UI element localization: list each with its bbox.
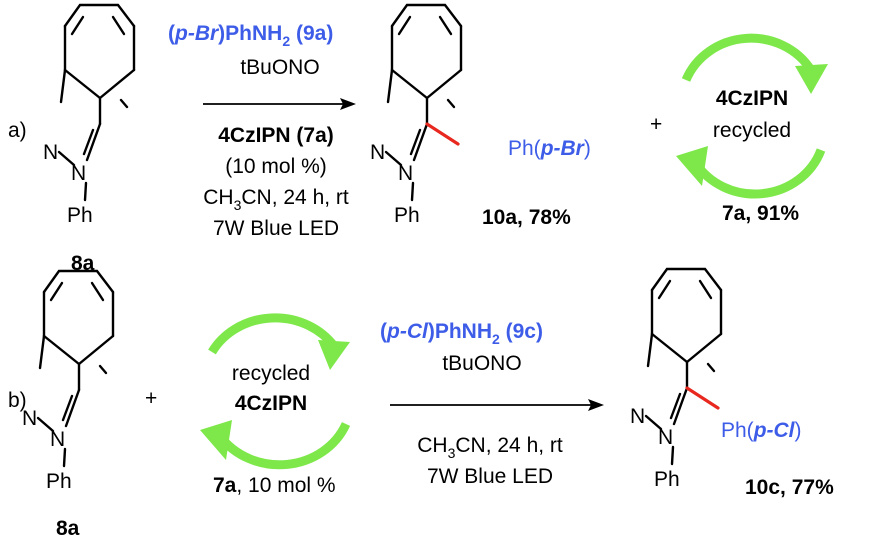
atom-n2: N [370, 141, 385, 164]
recycled-status-a: recycled [713, 119, 791, 142]
product-b-yield: 10c, 77% [745, 476, 834, 499]
product-b-substituent: Ph(p-Cl) [721, 419, 802, 442]
phenyl-label: Ph [654, 468, 680, 491]
atom-n2: N [630, 405, 645, 428]
atom-n1: N [398, 162, 413, 185]
product-a-substituent: Ph(p-Br) [508, 137, 591, 160]
solvent-conditions-a: CH3CN, 24 h, rt [203, 186, 349, 213]
product-a-yield: 10a, 78% [482, 206, 571, 229]
atom-n1: N [71, 162, 86, 185]
recycle-arrow-top-b [208, 313, 338, 355]
phenyl-label: Ph [46, 470, 72, 493]
part-a-label: a) [8, 119, 27, 142]
atom-n1: N [50, 428, 65, 451]
indazole-structure-8a-bottom: N N Ph [22, 269, 115, 493]
compound-label-8a-top: 8a [71, 252, 95, 275]
compound-label-8a-bottom: 8a [56, 517, 80, 540]
solvent-conditions-b: CH3CN, 24 h, rt [417, 434, 563, 461]
catalyst-loading-a: (10 mol %) [225, 155, 327, 178]
recycled-catalyst-name-b: 4CzIPN [235, 392, 307, 415]
phenyl-label: Ph [394, 204, 420, 227]
indazole-structure-10a: N N Ph [370, 3, 463, 227]
reagent-aniline-9a: (p-Br)PhNH2 (9a) [168, 22, 333, 49]
reaction-arrow-b [390, 399, 604, 411]
reagent-tbuono-a: tBuONO [240, 56, 319, 79]
reaction-arrow-a [203, 98, 356, 110]
atom-n2: N [22, 407, 37, 430]
recycled-status-b: recycled [232, 362, 310, 385]
light-source-a: 7W Blue LED [213, 217, 339, 240]
phenyl-label: Ph [67, 204, 93, 227]
recycle-cycle-b: recycled 4CzIPN [200, 313, 351, 470]
plus-sign-a: + [650, 113, 662, 136]
reagent-aniline-9c: (p-Cl)PhNH2 (9c) [380, 320, 543, 347]
catalyst-label-a: 4CzIPN (7a) [218, 124, 334, 147]
recycle-arrowhead-top-a [795, 64, 828, 94]
plus-sign-b: + [145, 387, 157, 410]
recycle-arrowhead-bottom-b [200, 420, 232, 460]
atom-n1: N [658, 426, 673, 449]
recycle-arrowhead-bottom-a [676, 146, 708, 186]
indazole-structure-8a-top: N N Ph [43, 3, 136, 227]
recycled-catalyst-name-a: 4CzIPN [716, 87, 788, 110]
catalyst-recovery-a: 7a, 91% [722, 202, 799, 225]
recycle-arrow-bottom-b [216, 422, 351, 470]
recycle-arrowhead-top-b [318, 340, 350, 370]
indazole-structure-10c: N N Ph [630, 267, 723, 491]
atom-n2: N [43, 141, 58, 164]
reagent-tbuono-b: tBuONO [442, 352, 521, 375]
catalyst-loading-b: 7a, 10 mol % [213, 474, 336, 497]
light-source-b: 7W Blue LED [427, 465, 553, 488]
recycle-arrow-top-a [681, 33, 815, 82]
part-b-label: b) [8, 389, 27, 412]
recycle-arrow-bottom-a [691, 148, 826, 199]
recycle-cycle-a: 4CzIPN recycled [676, 33, 828, 199]
